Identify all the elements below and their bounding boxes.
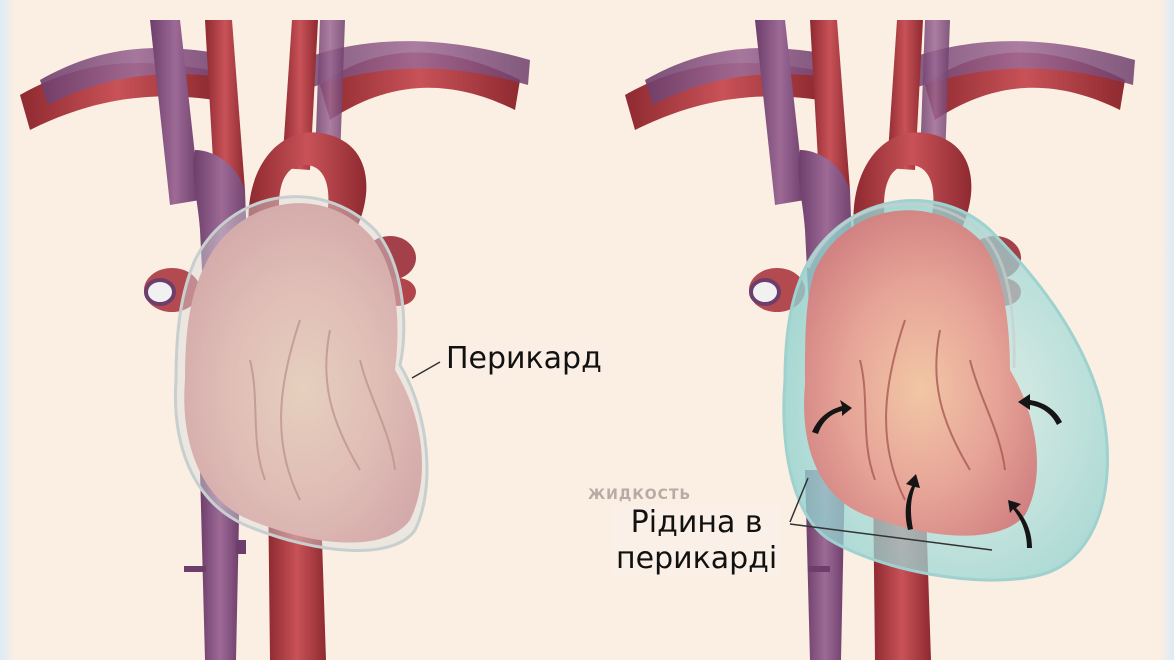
pericardial-fluid-label: Рідина в перикарді [612, 505, 781, 577]
pericardium-label: Перикард [444, 341, 608, 377]
fluid-label-line-1: Рідина в [616, 505, 777, 541]
normal-heart-panel [0, 0, 590, 660]
ghost-text: ЖИДКОСТЬ [588, 487, 691, 503]
fluid-label-line-2: перикарді [616, 541, 777, 577]
